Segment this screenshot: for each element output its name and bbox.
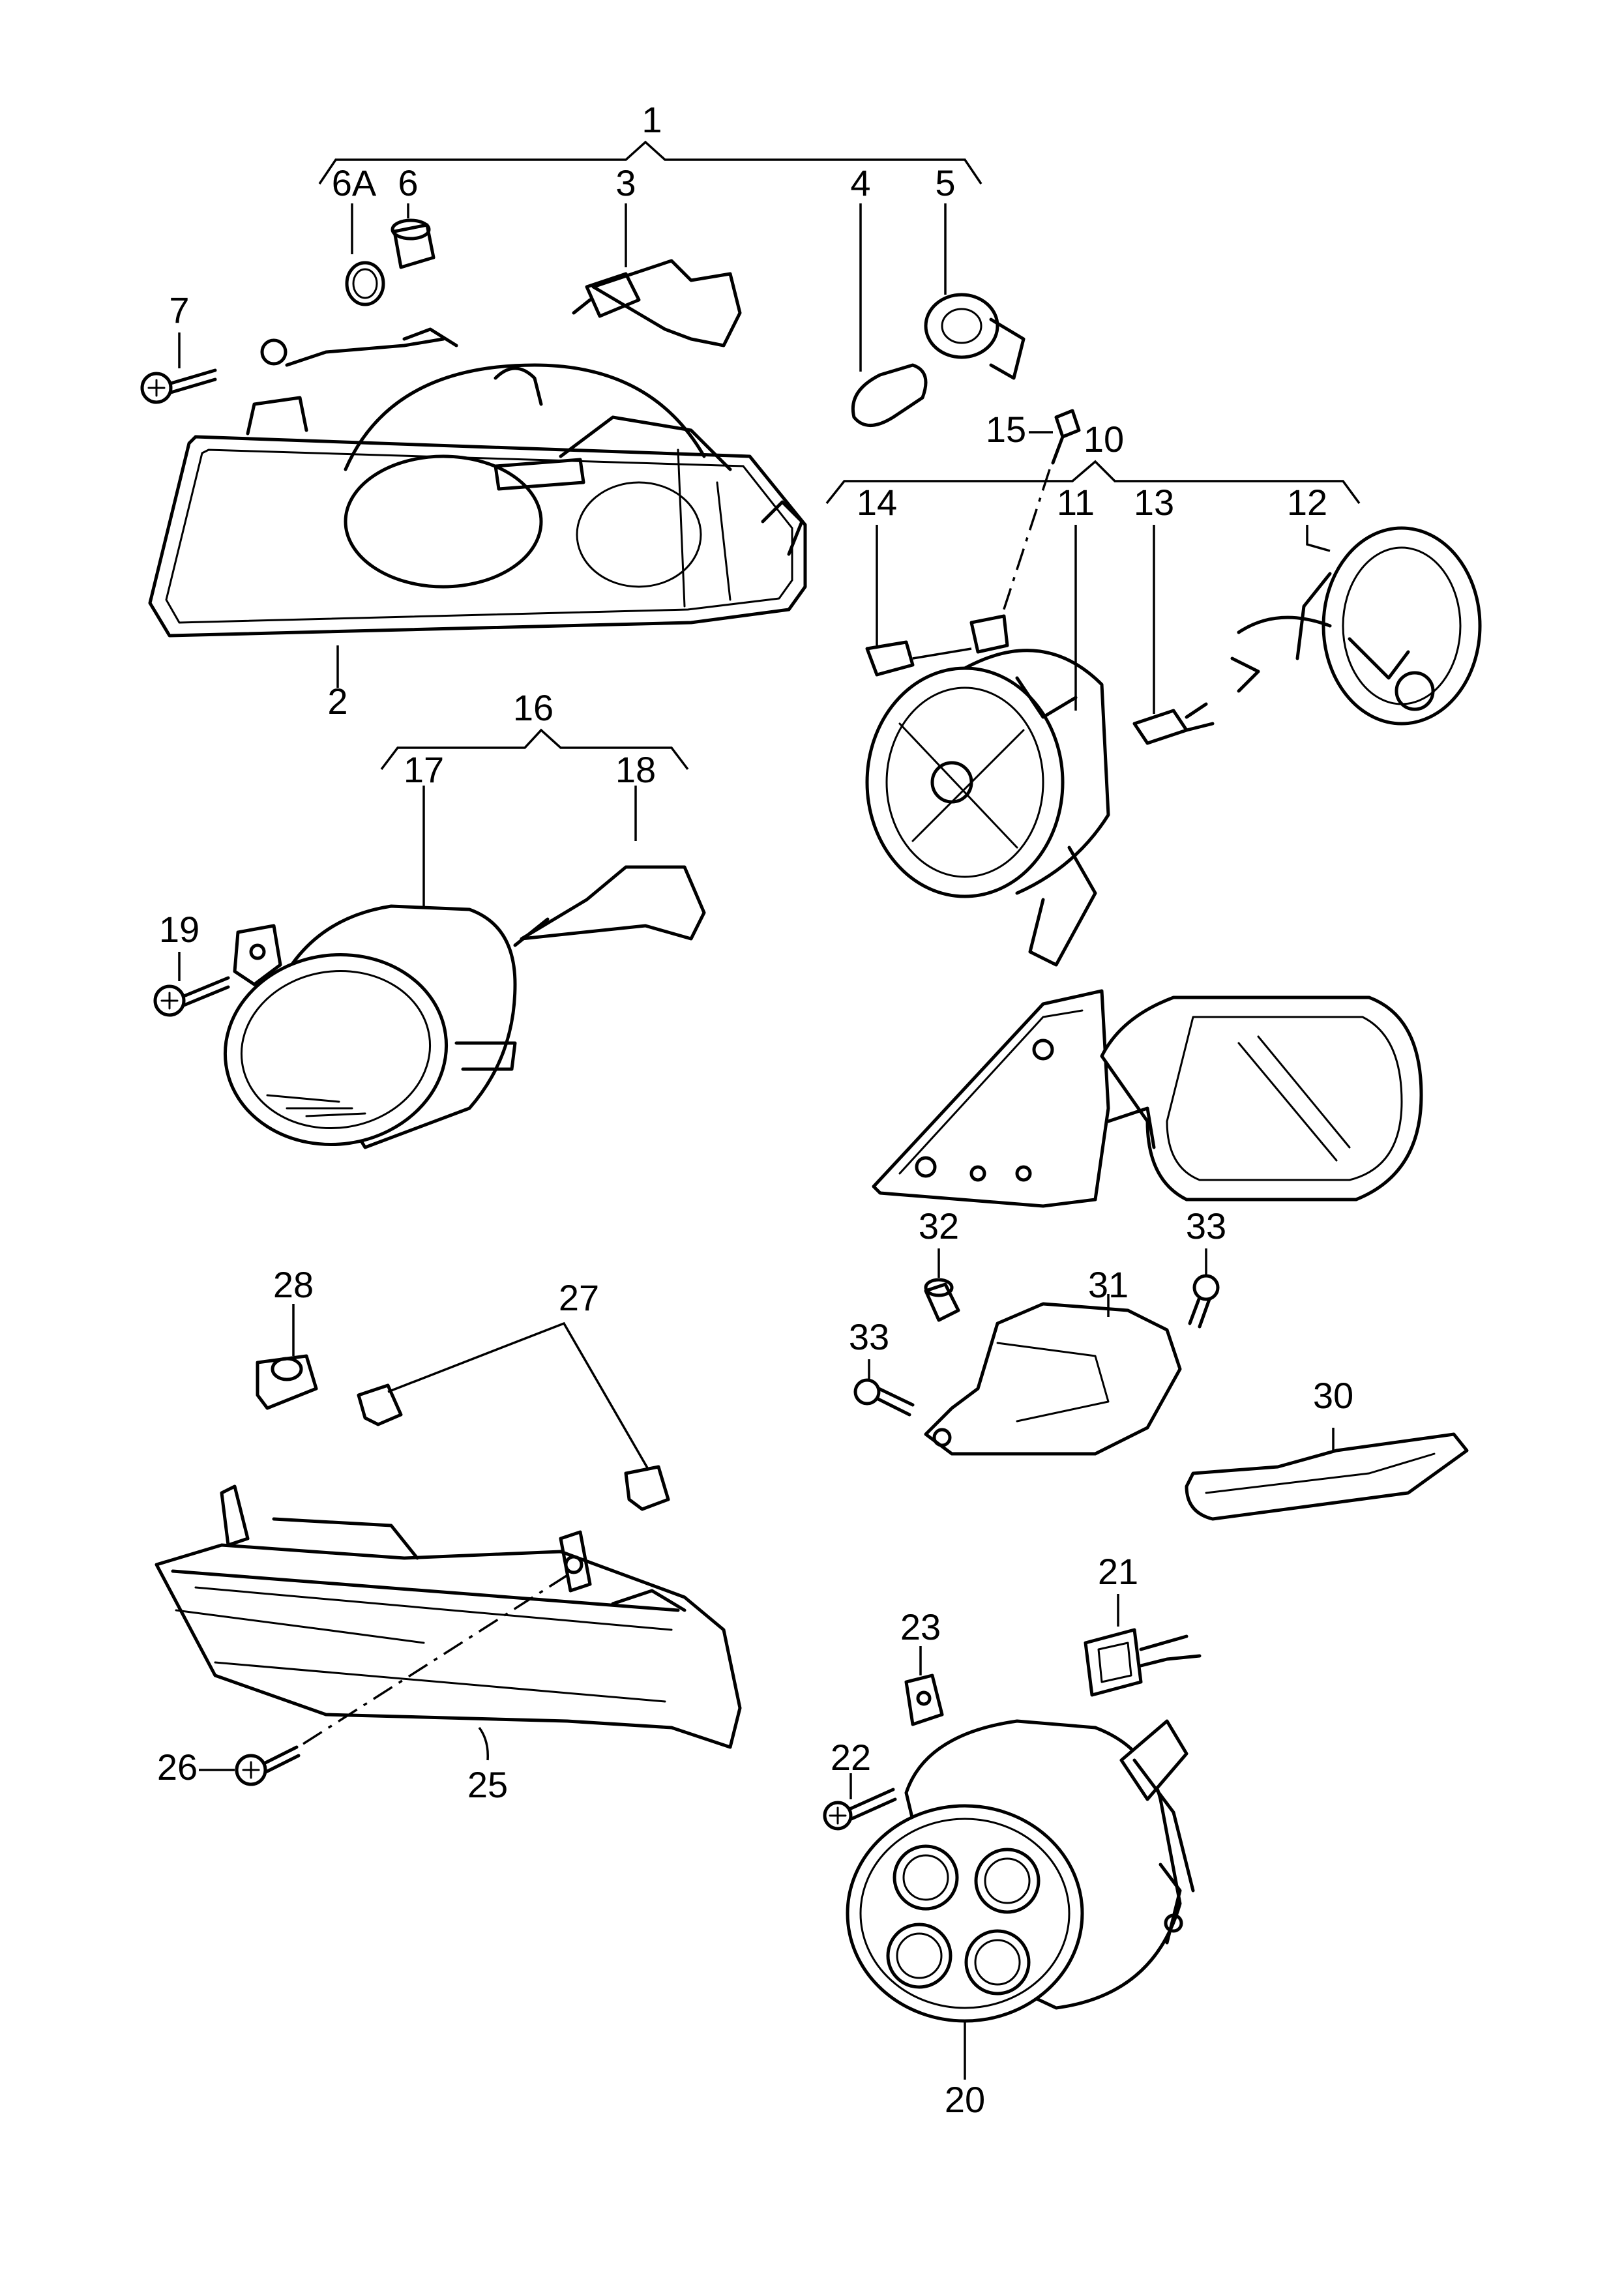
callout-23: 23	[900, 1606, 941, 1647]
part-33-screw-right	[1188, 1248, 1220, 1329]
fog-light-round-assembly	[825, 409, 1482, 967]
callout-26: 26	[157, 1747, 198, 1788]
mirror-housing	[872, 989, 1423, 1208]
callout-6: 6	[398, 162, 418, 203]
part-30-trim-strip	[1185, 1428, 1469, 1521]
callout-15: 15	[986, 409, 1026, 450]
callout-10: 10	[1084, 419, 1124, 460]
callout-31: 31	[1088, 1264, 1129, 1305]
callout-33-left: 33	[849, 1316, 889, 1357]
part-23-clip	[904, 1646, 944, 1726]
callout-labels: 1 6A 6 3 4 5 7 2 15 10 14 11 13 12 16 17…	[157, 99, 1353, 2120]
callout-12: 12	[1287, 482, 1327, 523]
callout-1: 1	[642, 99, 662, 140]
part-28-nut	[256, 1304, 318, 1410]
callout-3: 3	[615, 162, 636, 203]
callout-7: 7	[169, 289, 189, 331]
part-20-fog-light	[846, 1719, 1195, 2080]
part-6-bushing	[391, 203, 436, 269]
part-32-clip	[924, 1248, 960, 1322]
callout-21: 21	[1098, 1551, 1138, 1592]
part-21-connector	[1084, 1594, 1202, 1697]
callout-33-right: 33	[1186, 1205, 1226, 1246]
callout-13: 13	[1134, 482, 1174, 523]
callout-5: 5	[935, 162, 955, 203]
fog-light-oval-assembly	[153, 728, 706, 1149]
part-33-screw-left	[853, 1359, 915, 1417]
part-5-bulb-holder	[924, 203, 1026, 380]
callout-28: 28	[273, 1264, 314, 1305]
callout-27: 27	[559, 1277, 599, 1318]
part-6a-seal-ring	[345, 203, 385, 306]
callout-19: 19	[159, 909, 199, 950]
bracket-group-1	[318, 140, 982, 184]
part-22-screw	[823, 1773, 897, 1831]
headlight-assembly	[148, 140, 982, 688]
part-31-mirror-cover	[924, 1294, 1182, 1456]
callout-2: 2	[327, 681, 347, 722]
part-3-bulb-h11	[572, 203, 742, 347]
callout-16: 16	[513, 687, 554, 728]
bracket-group-16	[380, 728, 689, 771]
part-26-screw	[199, 1570, 574, 1786]
callout-30: 30	[1313, 1375, 1353, 1416]
callout-25: 25	[467, 1764, 508, 1805]
callout-14: 14	[857, 482, 897, 523]
part-25-fog-light	[155, 1484, 742, 1761]
callout-6a: 6A	[332, 162, 377, 203]
callout-11: 11	[1057, 482, 1095, 523]
bracket-group-10	[825, 460, 1361, 505]
callout-4: 4	[850, 162, 870, 203]
callout-20: 20	[945, 2079, 985, 2120]
part-4-bulb	[851, 203, 928, 427]
part-27-clips	[357, 1321, 670, 1511]
callout-17: 17	[404, 749, 444, 790]
callout-18: 18	[615, 749, 656, 790]
callout-32: 32	[919, 1205, 959, 1246]
headlight-housing	[148, 435, 807, 638]
part-7-screw	[140, 332, 217, 404]
callout-22: 22	[831, 1737, 871, 1778]
